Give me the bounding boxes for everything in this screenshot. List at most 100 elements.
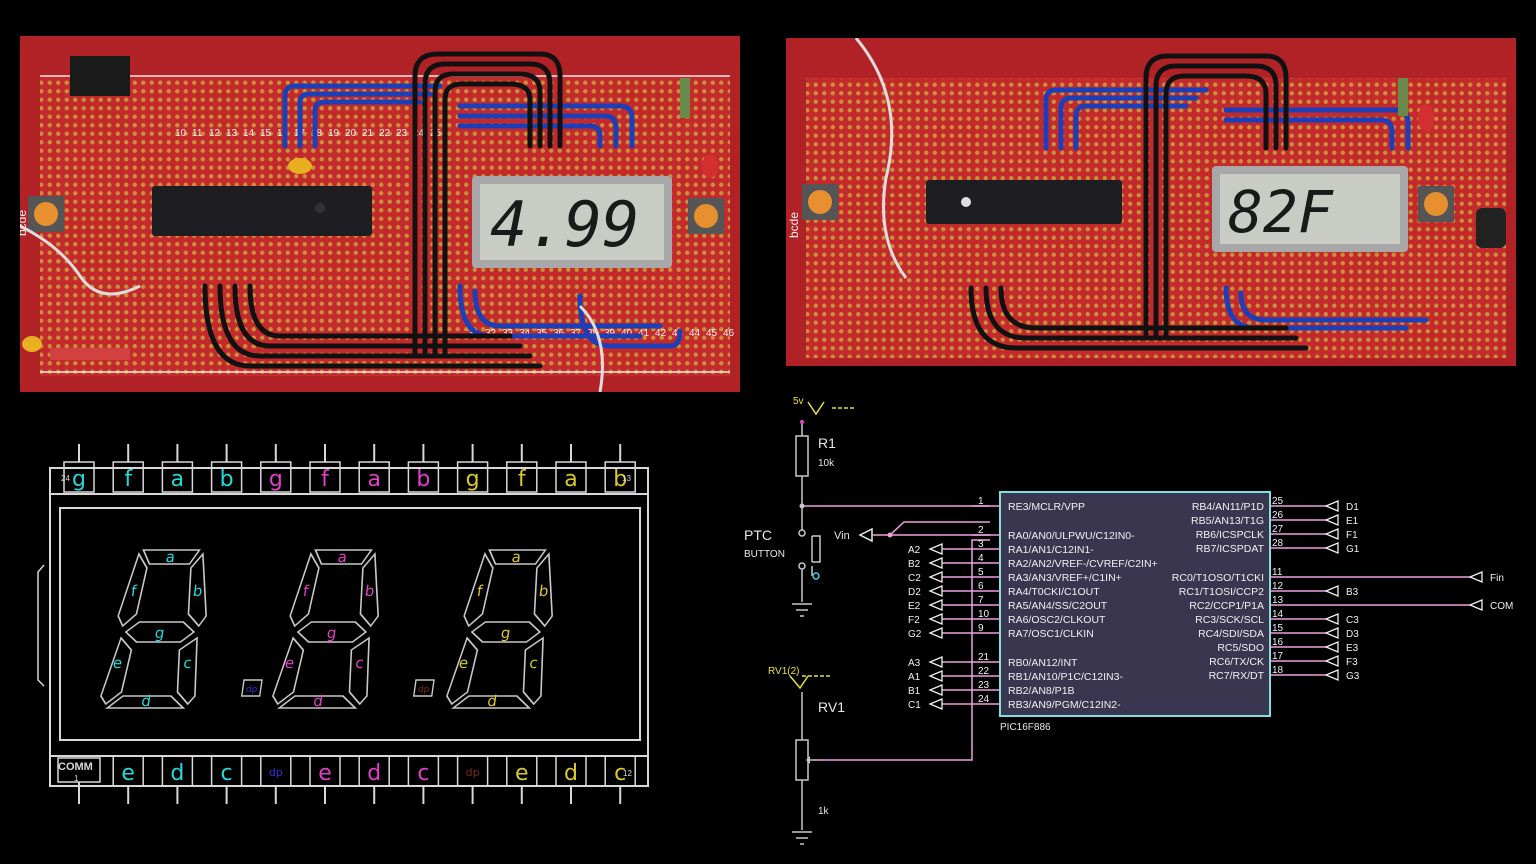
net-label: B1 [908,686,921,697]
segment-label-g: g [154,624,166,642]
net-label: E1 [1346,516,1359,527]
segment-label-d: d [140,692,152,710]
pin-name: RC3/SCK/SCL [1195,614,1264,626]
circuit-schematic: 5v R1 10k PTC BUTTON Vin RV1(2) RV1 1k P… [744,396,1513,845]
breadboard-photo-right: bcde 82F [786,38,1516,366]
breadboard-photo-left: 10 11 12 13 14 15 16 17 18 19 20 21 22 2… [20,36,740,392]
pin-number: 24 [978,694,990,705]
top-pin-box [112,461,144,493]
svg-text:44: 44 [689,328,701,339]
segment-d [276,695,358,709]
pin-number: 23 [978,680,990,691]
segment-label-e: e [284,654,296,672]
segment-a [314,549,373,565]
net-port [928,557,943,569]
net-port [1324,669,1339,681]
pin-number: 9 [978,623,984,634]
rv1-value: 1k [818,806,830,817]
svg-text:22: 22 [379,128,391,139]
blue-wires [282,83,683,349]
pin-name: RB6/ICSPCLK [1196,529,1264,541]
segment-c [176,636,198,706]
segment-label-a: a [337,548,349,566]
net-label: F2 [908,615,920,626]
lcd-reading: 4.99 [490,188,639,261]
lcd-reading: 82F [1228,178,1334,246]
top-pin-label: g [466,467,480,492]
decimal-point-2: dp [412,679,435,697]
net-port [1324,585,1339,597]
segment-b [359,552,379,628]
net-port [928,627,943,639]
pin-number: 11 [1272,567,1283,578]
lcd-viewing-area [59,507,641,741]
segment-label-f: f [302,582,310,600]
net-label: A1 [908,672,921,683]
segment-g [296,621,368,643]
bottom-last-pin-number: 12 [623,769,632,778]
top-pin-label: b [416,467,430,492]
top-pin-label: g [72,467,86,492]
lcd-module: 4.99 [472,176,672,268]
net-label: F1 [1346,530,1358,541]
ptc-button [798,529,806,537]
r1-resistor [795,435,809,477]
side-label: bcde [787,212,801,238]
segment-a [488,549,547,565]
top-pin-label: a [171,467,184,492]
net-port [1324,528,1339,540]
segment-label-g: g [326,624,338,642]
pin-number: 6 [978,581,984,592]
top-pin-box [506,461,538,493]
svg-text:46: 46 [723,328,735,339]
pin-number: 4 [978,553,984,564]
top-pin-box [604,461,636,493]
pin-number: 27 [1272,524,1284,535]
svg-text:45: 45 [706,328,718,339]
pin-name: RA0/AN0/ULPWU/C12IN0- [1008,530,1135,542]
black-wires [202,51,563,369]
top-last-pin-number: 13 [622,474,631,483]
bottom-pin-label: d [564,761,578,786]
top-pin-box [63,461,95,493]
chip-name: PIC16F886 [1000,722,1051,733]
segment-label-f: f [476,582,484,600]
segment-e [446,636,479,706]
svg-text:11: 11 [192,128,203,139]
r1-name: R1 [818,435,836,451]
segment-label-d: d [312,692,324,710]
net-label: D2 [908,587,921,598]
pic16f886-chip [999,491,1271,717]
net-label: D3 [1346,629,1359,640]
bottom-pin-label: c [417,761,429,786]
pin-name: RC6/TX/CK [1209,656,1264,668]
ptc-name: PTC [744,527,772,543]
net-port [1324,613,1339,625]
pin-name: RB0/AN12/INT [1008,657,1078,669]
net-port [928,571,943,583]
rv1-name: RV1 [818,699,845,715]
pin-number: 25 [1272,496,1284,507]
top-pin-box [407,461,440,493]
bottom-pin-label: d [170,761,184,786]
pin-number: 13 [1272,595,1284,606]
net-port [1324,500,1339,512]
pic-chip [152,186,372,236]
net-port [1468,571,1483,583]
segment-d [450,695,532,709]
svg-text:20: 20 [345,128,357,139]
supply-symbol [807,401,825,416]
net-port [928,599,943,611]
pin-number: 26 [1272,510,1284,521]
net-label: B2 [908,559,921,570]
segment-g [124,621,196,643]
pin-name: RA4/T0CKI/C1OUT [1008,586,1100,598]
svg-text:42: 42 [655,328,667,339]
segment-label-b: b [538,582,550,600]
segment-label-g: g [500,624,512,642]
pin-number: 2 [978,525,984,536]
net-label: D1 [1346,502,1359,513]
dp-label: dp [417,685,430,695]
